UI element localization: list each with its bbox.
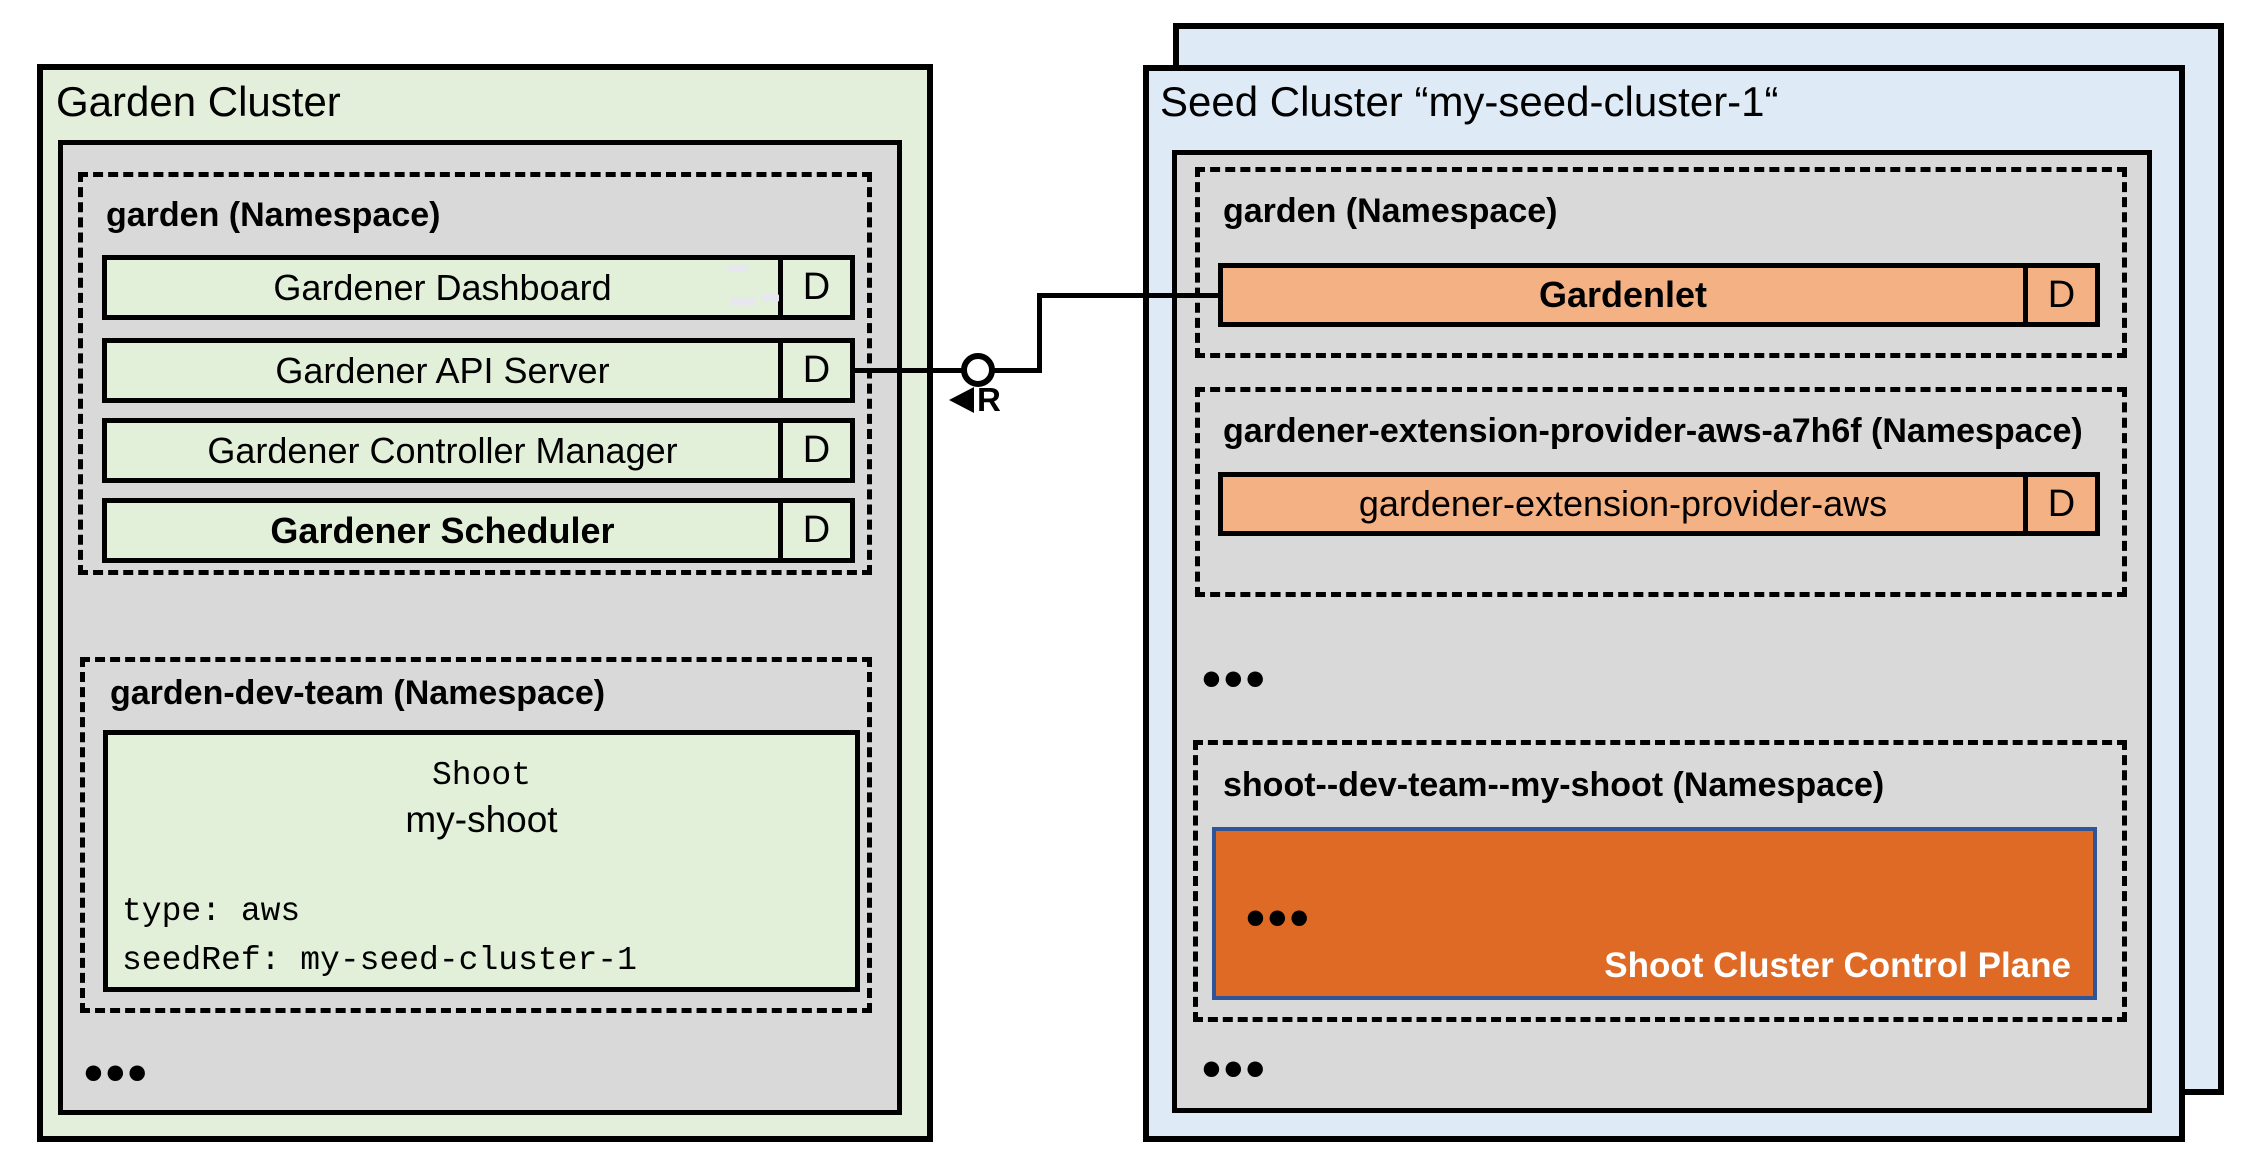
namespace-garden-right-title: garden (Namespace) bbox=[1223, 192, 1558, 230]
ellipsis-seed-namespaces: ••• bbox=[1202, 649, 1268, 709]
component-label: Gardener Controller Manager bbox=[207, 429, 678, 471]
namespace-garden-left bbox=[78, 172, 872, 575]
namespace-extension-provider-aws-title: gardener-extension-provider-aws-a7h6f (N… bbox=[1223, 412, 2083, 450]
namespace-garden-right bbox=[1195, 167, 2127, 358]
garden-cluster-title: Garden Cluster bbox=[56, 78, 341, 125]
component-gardener-api-server: Gardener API Server D bbox=[102, 338, 855, 403]
component-label: gardener-extension-provider-aws bbox=[1358, 483, 1888, 524]
namespace-garden-dev-team-title: garden-dev-team (Namespace) bbox=[110, 674, 606, 712]
namespace-shoot-dev-team-my-shoot-title: shoot--dev-team--my-shoot (Namespace) bbox=[1223, 766, 1885, 804]
component-label: Gardenlet bbox=[1538, 274, 1708, 315]
ellipsis-control-plane: ••• bbox=[1246, 888, 1312, 948]
control-plane-label: Shoot Cluster Control Plane bbox=[1604, 946, 2071, 985]
artifact-dash bbox=[728, 265, 748, 272]
ellipsis-garden-more: ••• bbox=[84, 1043, 150, 1103]
deployment-badge: D bbox=[778, 260, 850, 315]
shoot-kind: Shoot bbox=[431, 757, 532, 794]
namespace-garden-left-title: garden (Namespace) bbox=[106, 196, 441, 234]
deployment-badge: D bbox=[2023, 268, 2095, 322]
deployment-badge: D bbox=[778, 343, 850, 398]
connector-segment-horizontal-left bbox=[855, 368, 1042, 373]
shoot-cluster-control-plane-box: ••• Shoot Cluster Control Plane bbox=[1212, 827, 2097, 1000]
namespace-shoot-dev-team-my-shoot bbox=[1193, 740, 2127, 1022]
ellipsis-seed-more: ••• bbox=[1202, 1039, 1268, 1099]
connector-segment-vertical bbox=[1037, 293, 1042, 373]
reconcile-arrow-icon bbox=[949, 387, 974, 413]
connector-segment-horizontal-right bbox=[1037, 293, 1218, 298]
component-extension-provider-aws: gardener-extension-provider-aws D bbox=[1218, 472, 2100, 536]
component-label: Gardener API Server bbox=[275, 349, 610, 391]
shoot-name: my-shoot bbox=[405, 799, 558, 840]
component-gardener-scheduler: Gardener Scheduler D bbox=[102, 498, 855, 563]
component-gardener-controller-manager: Gardener Controller Manager D bbox=[102, 418, 855, 483]
connector-endpoint-circle bbox=[961, 353, 995, 387]
shoot-spec-type: type: aws bbox=[122, 893, 301, 930]
seed-cluster-title: Seed Cluster “my-seed-cluster-1“ bbox=[1160, 78, 1779, 125]
reconcile-arrow-label: R bbox=[977, 381, 1001, 418]
deployment-badge: D bbox=[778, 423, 850, 478]
artifact-dash bbox=[731, 297, 755, 305]
namespace-garden-dev-team bbox=[80, 657, 872, 1013]
namespace-extension-provider-aws bbox=[1195, 387, 2127, 597]
component-label: Gardener Scheduler bbox=[270, 509, 615, 551]
shoot-resource-card: Shoot my-shoot type: aws seedRef: my-see… bbox=[103, 730, 860, 992]
shoot-spec-seedref: seedRef: my-seed-cluster-1 bbox=[122, 942, 637, 979]
component-gardenlet: Gardenlet D bbox=[1218, 263, 2100, 327]
deployment-badge: D bbox=[778, 503, 850, 558]
deployment-badge: D bbox=[2023, 477, 2095, 531]
component-label: Gardener Dashboard bbox=[273, 266, 612, 308]
artifact-dash bbox=[762, 294, 779, 302]
